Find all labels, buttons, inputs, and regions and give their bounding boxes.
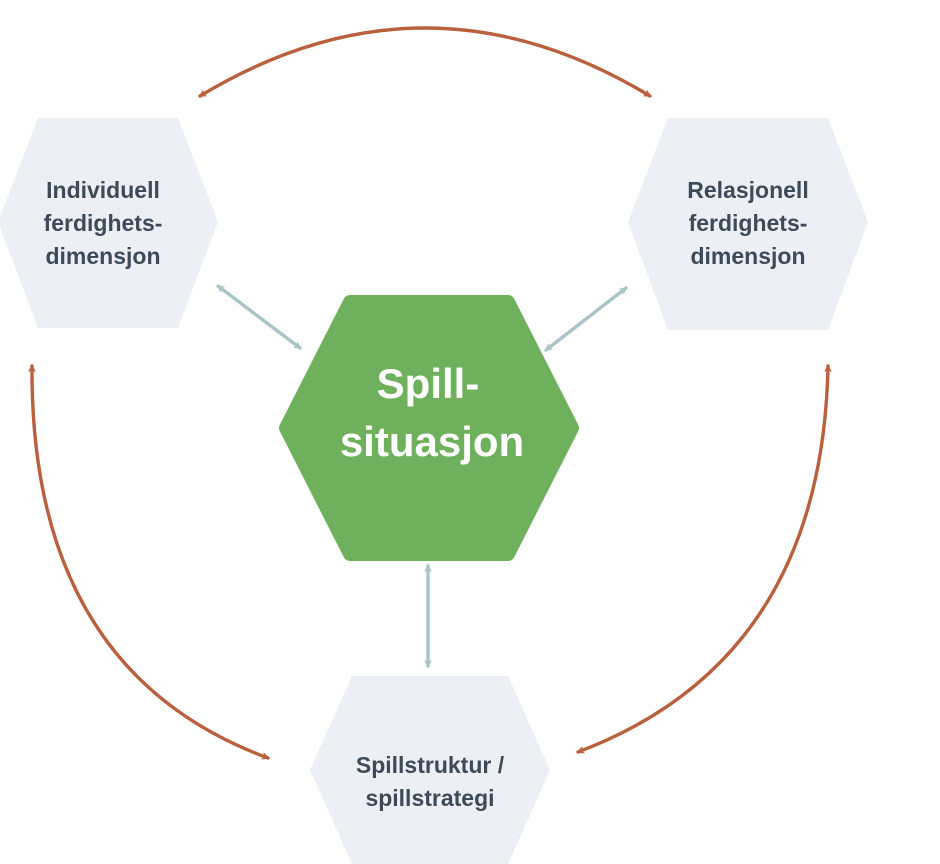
center-node-label-line2: situasjon	[340, 418, 524, 465]
left-cycle-arrow	[32, 364, 270, 760]
structure-node-label-line2: spillstrategi	[365, 785, 494, 811]
center-node-label-line1: Spill-	[377, 360, 480, 407]
top-cycle-arrow	[198, 26, 652, 98]
individual-node-label-line2: ferdighets-	[44, 210, 163, 236]
relational-to-center-arrow	[544, 286, 628, 352]
relational-node-label-line1: Relasjonell	[687, 177, 808, 203]
structure-node-hexagon	[310, 676, 550, 864]
relational-node-label-line2: ferdighets-	[689, 210, 808, 236]
individual-node-label-line3: dimensjon	[45, 243, 160, 269]
individual-node-hexagon	[0, 118, 218, 328]
relational-node-hexagon	[628, 118, 868, 330]
structure-node-label-line1: Spillstruktur /	[356, 752, 505, 778]
individual-to-center-arrow	[216, 284, 302, 350]
center-node-hexagon	[279, 295, 579, 561]
right-cycle-arrow	[576, 364, 828, 754]
individual-node-label-line1: Individuell	[46, 177, 160, 203]
relational-node-label-line3: dimensjon	[690, 243, 805, 269]
